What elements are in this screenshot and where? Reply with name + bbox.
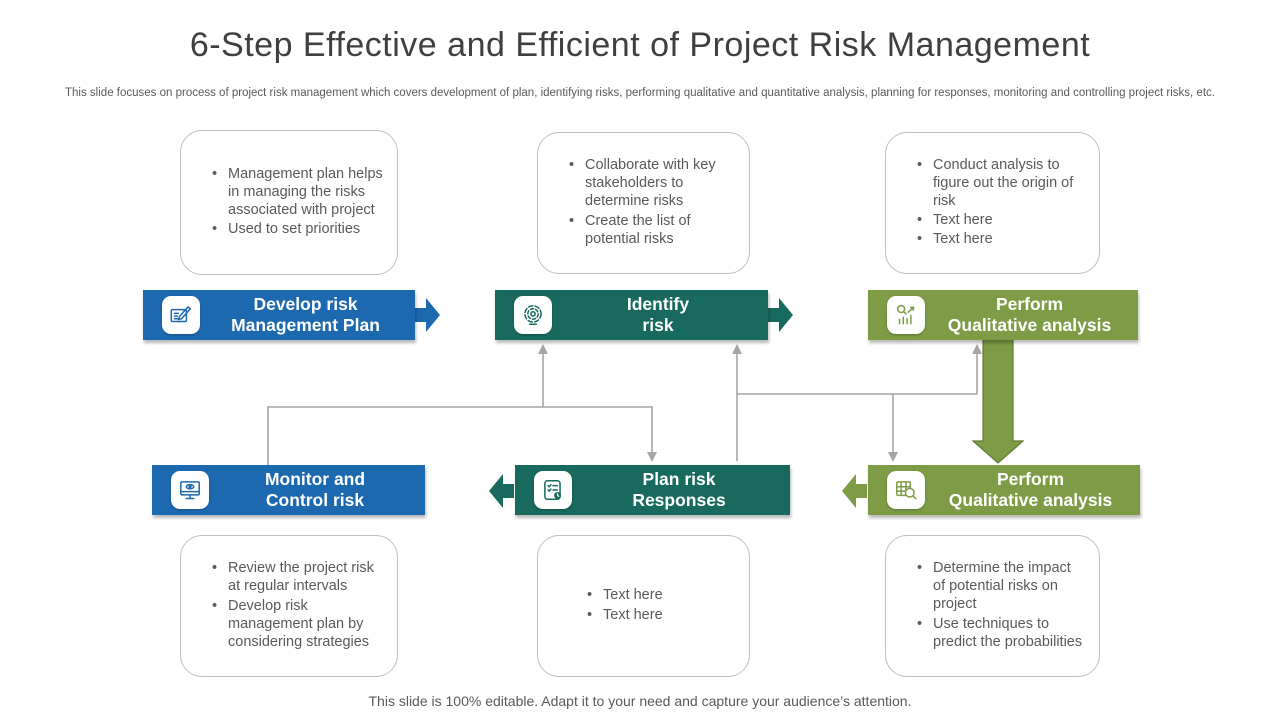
bullet: Use techniques to predict the probabilit… xyxy=(916,616,1085,652)
bullet: Create the list of potential risks xyxy=(568,213,735,249)
big-down-arrow xyxy=(971,337,1025,464)
slide-description: This slide focuses on process of project… xyxy=(65,87,1215,99)
right-arrow-icon xyxy=(768,298,793,332)
callout-plan-responses: Text here Text here xyxy=(537,535,750,677)
checklist-clock-icon xyxy=(534,471,572,509)
bullet: Develop risk management plan by consider… xyxy=(211,598,383,652)
bullet: Conduct analysis to figure out the origi… xyxy=(916,157,1085,211)
left-arrow-icon xyxy=(489,474,514,508)
slide-footer: This slide is 100% editable. Adapt it to… xyxy=(368,693,912,709)
callout-identify-risk: Collaborate with key stakeholders to det… xyxy=(537,132,750,274)
bullet: Management plan helps in managing the ri… xyxy=(211,166,383,220)
bullet: Text here xyxy=(916,212,1085,230)
callout-qualitative-bottom: Determine the impact of potential risks … xyxy=(885,535,1100,677)
callout-develop-risk: Management plan helps in managing the ri… xyxy=(180,130,398,275)
blueprint-pencil-icon xyxy=(162,296,200,334)
bullet: Determine the impact of potential risks … xyxy=(916,560,1085,614)
monitor-eye-icon xyxy=(171,471,209,509)
bullet: Text here xyxy=(916,231,1085,249)
slide-title: 6-Step Effective and Efficient of Projec… xyxy=(189,26,1091,64)
callout-monitor-control: Review the project risk at regular inter… xyxy=(180,535,398,677)
bullet: Collaborate with key stakeholders to det… xyxy=(568,157,735,211)
left-arrow-icon xyxy=(842,474,867,508)
chart-magnifier-icon xyxy=(887,296,925,334)
bullet: Used to set priorities xyxy=(211,221,383,239)
risk-maze-icon xyxy=(514,296,552,334)
right-arrow-icon xyxy=(415,298,440,332)
map-magnifier-icon xyxy=(887,471,925,509)
bullet: Text here xyxy=(586,587,663,605)
callout-qualitative-top: Conduct analysis to figure out the origi… xyxy=(885,132,1100,274)
bullet: Text here xyxy=(586,607,663,625)
bullet: Review the project risk at regular inter… xyxy=(211,560,383,596)
